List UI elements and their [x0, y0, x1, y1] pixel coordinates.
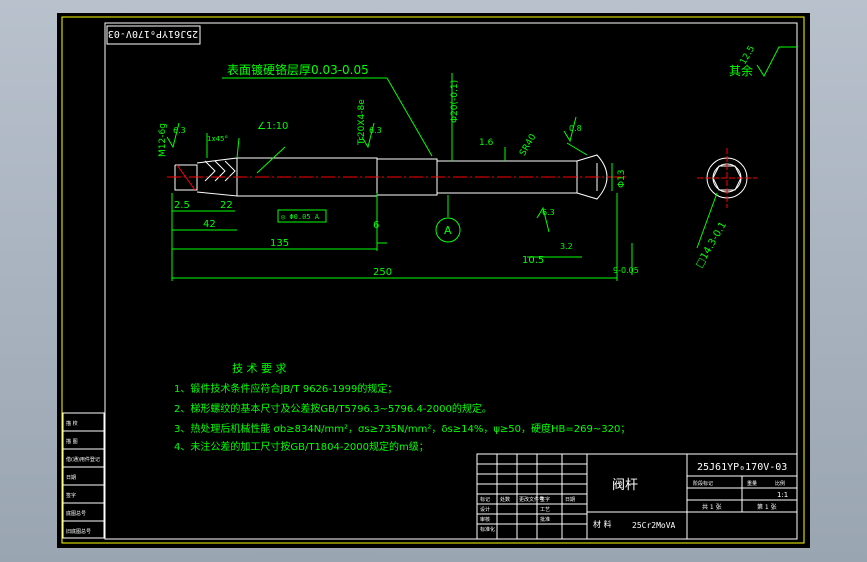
side-strip-labels: 描 校 描 图 借(通)用件登记 日期 签字 底图总号 旧底图总号 — [66, 420, 100, 535]
roughness-4: 6.3 — [542, 208, 555, 217]
role-approve: 批准 — [540, 516, 550, 523]
stage-weight: 重量 — [747, 480, 757, 487]
dim-phi20: Φ20(-0.1) — [450, 80, 460, 123]
title-block — [476, 453, 798, 540]
header-date: 日期 — [565, 497, 575, 503]
rest-label: 其余 — [729, 63, 753, 78]
side-strip — [62, 412, 105, 539]
side-label-3: 签字 — [66, 492, 76, 499]
datum-circle — [435, 217, 461, 243]
end-view — [696, 148, 757, 249]
material: 25Cr2MoVA — [632, 521, 676, 530]
role-review: 审核 — [480, 516, 490, 523]
drawing-sheet[interactable]: 25J61YP₀170V-03 表面镀硬铬层厚0.03-0.05 其余 12.5 — [57, 13, 810, 548]
thread-pattern — [204, 160, 236, 182]
dim-overall: 250 — [373, 267, 392, 278]
inner-frame — [104, 22, 798, 540]
part-name: 阀杆 — [612, 478, 638, 493]
tolerance-frame — [277, 209, 327, 223]
title-block-headers: 标记 处数 更改文件号 签字 日期 设计 审核 标准化 工艺 批准 阶段标记 重… — [480, 480, 785, 533]
rest-roughness-symbol — [756, 46, 797, 78]
role-std: 标准化 — [480, 526, 495, 533]
roughness-marks: 6.3 6.3 0.8 6.3 3.2 — [173, 124, 582, 251]
side-label-6: 描 图 — [66, 438, 78, 445]
material-label: 材 料 — [593, 519, 612, 529]
sheet-total: 共 1 张 — [702, 503, 722, 511]
datum-label: A — [444, 224, 452, 237]
sheet-number: 第 1 张 — [757, 503, 777, 511]
dim-2-5: 2.5 — [174, 200, 190, 211]
coating-leader-2 — [386, 77, 433, 157]
dim-6: 6 — [373, 220, 379, 231]
roughness-symbols — [166, 116, 577, 233]
stage-scale: 比例 — [775, 480, 785, 487]
tech-title: 技 术 要 求 — [232, 362, 287, 375]
code-stamp-box — [106, 25, 201, 45]
roughness-5: 3.2 — [560, 242, 573, 251]
dim-phi13: Φ13 — [617, 169, 627, 188]
side-label-5: 借(通)用件登记 — [66, 456, 100, 463]
drawing-canvas: 25J61YP₀170V-03 表面镀硬铬层厚0.03-0.05 其余 12.5 — [61, 16, 805, 544]
side-label-4: 日期 — [66, 475, 76, 481]
code-stamp: 25J61YP₀170V-03 — [108, 28, 198, 39]
outer-frame — [61, 16, 805, 544]
header-mark: 标记 — [480, 496, 490, 503]
role-process: 工艺 — [540, 507, 550, 513]
side-label-2: 底图总号 — [66, 510, 86, 517]
roughness-3: 0.8 — [569, 124, 582, 133]
drawing-number: 25J61YP₀170V-03 — [697, 462, 787, 473]
scale: 1:1 — [777, 491, 788, 499]
header-count: 处数 — [500, 496, 510, 503]
tech-line-1: 1、锻件技术条件应符合JB/T 9626-1999的规定； — [174, 382, 397, 395]
stage-mark: 阶段标记 — [693, 480, 713, 487]
dim-hex: □14.3-0.1 — [694, 220, 729, 270]
dim-trap: Tr20X4-8e — [357, 99, 367, 146]
side-label-7: 描 校 — [66, 420, 78, 427]
role-design: 设计 — [480, 506, 490, 513]
tolerance-text: ◎ Φ0.05 A — [281, 213, 320, 221]
roughness-1: 6.3 — [173, 126, 186, 135]
dim-1-6: 1.6 — [479, 138, 494, 148]
roughness-2: 6.3 — [369, 126, 382, 135]
rest-roughness: 12.5 — [739, 44, 758, 66]
dim-taper: ∠1:10 — [257, 121, 288, 132]
dim-thread: M12-6g — [158, 123, 168, 157]
dim-135: 135 — [270, 238, 289, 249]
tech-line-4: 4、未注公差的加工尺寸按GB/T1804-2000规定的m级； — [174, 440, 429, 453]
tech-line-2: 2、梯形螺纹的基本尺寸及公差按GB/T5796.3~5796.4-2000的规定… — [174, 402, 492, 415]
header-sign: 签字 — [540, 496, 550, 503]
coating-note: 表面镀硬铬层厚0.03-0.05 — [227, 62, 369, 77]
dim-22: 22 — [220, 200, 233, 211]
dim-42: 42 — [203, 219, 216, 230]
dim-9: 9-0.05 — [613, 266, 639, 275]
dim-10-5: 10.5 — [522, 255, 544, 266]
dim-chamfer: 1x45° — [207, 135, 228, 143]
tech-line-3: 3、热处理后机械性能 σb≥834N/mm²，σs≥735N/mm²，δs≥14… — [174, 422, 630, 435]
side-label-1: 旧底图总号 — [66, 528, 91, 535]
dimension-lines — [171, 73, 633, 281]
dim-sr40: SR40 — [518, 132, 539, 158]
header-doc: 更改文件号 — [519, 496, 544, 503]
